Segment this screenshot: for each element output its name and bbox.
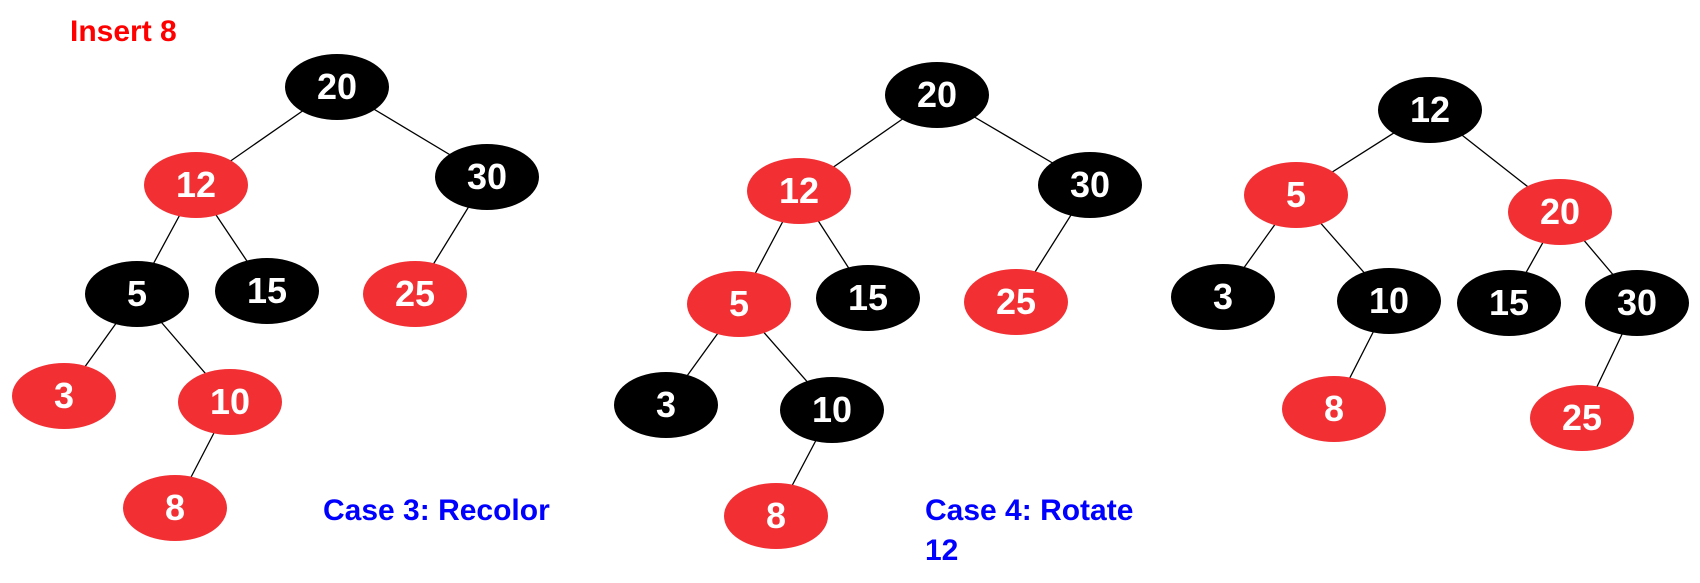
node-value-label: 8 <box>1324 388 1344 429</box>
insert-title: Insert 8 <box>70 15 177 48</box>
node-value-label: 5 <box>729 283 749 324</box>
node-ellipse-black <box>1038 152 1142 218</box>
node-ellipse-red <box>724 483 828 549</box>
tree-node-recolored-15: 15 <box>816 265 920 331</box>
tree-node-before-30: 30 <box>435 144 539 210</box>
node-value-label: 15 <box>848 277 888 318</box>
tree-node-rotated-10: 10 <box>1337 268 1441 334</box>
node-value-label: 5 <box>1286 174 1306 215</box>
tree-node-rotated-3: 3 <box>1171 264 1275 330</box>
tree-node-before-10: 10 <box>178 369 282 435</box>
node-value-label: 30 <box>467 156 507 197</box>
node-ellipse-red <box>964 269 1068 335</box>
node-value-label: 3 <box>1213 276 1233 317</box>
node-value-label: 20 <box>317 66 357 107</box>
node-value-label: 8 <box>766 495 786 536</box>
node-value-label: 3 <box>656 384 676 425</box>
node-value-label: 30 <box>1617 282 1657 323</box>
node-ellipse-black <box>614 372 718 438</box>
tree-node-before-12: 12 <box>144 152 248 218</box>
node-ellipse-black <box>816 265 920 331</box>
tree-node-recolored-25: 25 <box>964 269 1068 335</box>
tree-node-before-15: 15 <box>215 258 319 324</box>
node-ellipse-black <box>1378 77 1482 143</box>
node-ellipse-black <box>1337 268 1441 334</box>
node-ellipse-red <box>363 261 467 327</box>
node-ellipse-red <box>747 158 851 224</box>
tree-node-before-25: 25 <box>363 261 467 327</box>
node-ellipse-black <box>780 377 884 443</box>
node-value-label: 25 <box>996 281 1036 322</box>
node-value-label: 15 <box>1489 282 1529 323</box>
nodes-layer: 20 12 30 5 15 25 3 10 8 20 12 30 5 15 25 3 10 8 12 5 20 3 10 15… <box>12 54 1689 549</box>
node-ellipse-red <box>1530 385 1634 451</box>
tree-node-before-3: 3 <box>12 363 116 429</box>
node-ellipse-red <box>1244 162 1348 228</box>
node-ellipse-black <box>1585 270 1689 336</box>
tree-node-recolored-5: 5 <box>687 271 791 337</box>
node-ellipse-black <box>435 144 539 210</box>
node-ellipse-black <box>885 62 989 128</box>
node-ellipse-black <box>1171 264 1275 330</box>
node-value-label: 12 <box>1410 89 1450 130</box>
node-value-label: 12 <box>779 170 819 211</box>
node-value-label: 10 <box>812 389 852 430</box>
tree-node-recolored-3: 3 <box>614 372 718 438</box>
tree-node-rotated-30: 30 <box>1585 270 1689 336</box>
tree-node-before-20: 20 <box>285 54 389 120</box>
node-value-label: 25 <box>1562 397 1602 438</box>
tree-node-rotated-8: 8 <box>1282 376 1386 442</box>
tree-node-recolored-20: 20 <box>885 62 989 128</box>
node-value-label: 30 <box>1070 164 1110 205</box>
node-ellipse-red <box>687 271 791 337</box>
node-value-label: 25 <box>395 273 435 314</box>
node-ellipse-red <box>144 152 248 218</box>
node-ellipse-black <box>1457 270 1561 336</box>
captions-layer: Case 3: Recolor Case 4: Rotate 12 <box>323 494 1133 567</box>
tree-node-recolored-12: 12 <box>747 158 851 224</box>
node-value-label: 20 <box>1540 191 1580 232</box>
node-ellipse-red <box>178 369 282 435</box>
node-ellipse-red <box>12 363 116 429</box>
tree-node-recolored-8: 8 <box>724 483 828 549</box>
tree-node-rotated-5: 5 <box>1244 162 1348 228</box>
node-ellipse-black <box>215 258 319 324</box>
tree-node-rotated-12: 12 <box>1378 77 1482 143</box>
node-ellipse-red <box>123 475 227 541</box>
node-ellipse-red <box>1508 179 1612 245</box>
tree-node-recolored-30: 30 <box>1038 152 1142 218</box>
node-value-label: 5 <box>127 273 147 314</box>
node-value-label: 12 <box>176 164 216 205</box>
node-ellipse-red <box>1282 376 1386 442</box>
caption-case4-line-0: Case 4: Rotate <box>925 494 1133 527</box>
node-ellipse-black <box>285 54 389 120</box>
node-value-label: 8 <box>165 487 185 528</box>
node-ellipse-black <box>85 261 189 327</box>
tree-node-before-5: 5 <box>85 261 189 327</box>
node-value-label: 3 <box>54 375 74 416</box>
node-value-label: 10 <box>210 381 250 422</box>
node-value-label: 20 <box>917 74 957 115</box>
tree-node-before-8: 8 <box>123 475 227 541</box>
tree-node-rotated-20: 20 <box>1508 179 1612 245</box>
tree-node-rotated-25: 25 <box>1530 385 1634 451</box>
caption-case4-line-1: 12 <box>925 534 958 567</box>
tree-node-rotated-15: 15 <box>1457 270 1561 336</box>
node-value-label: 15 <box>247 270 287 311</box>
node-value-label: 10 <box>1369 280 1409 321</box>
caption-case3-line-0: Case 3: Recolor <box>323 494 550 527</box>
tree-node-recolored-10: 10 <box>780 377 884 443</box>
